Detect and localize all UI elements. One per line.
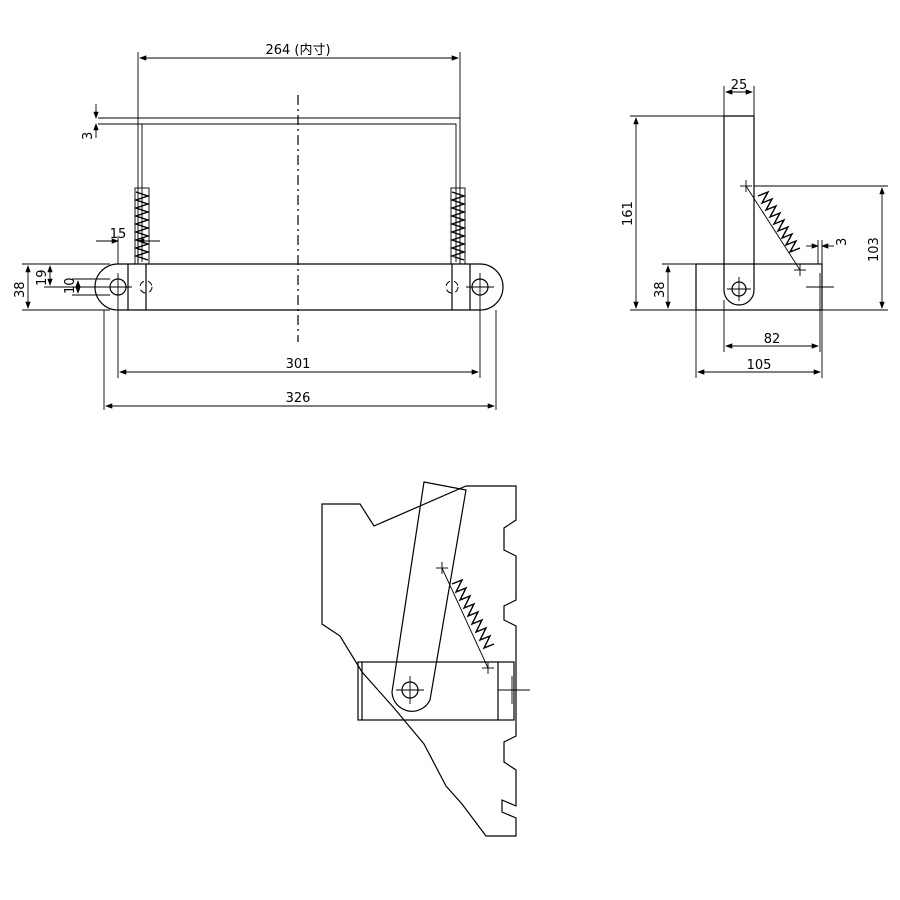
dim-hole-pitch: 301 [286, 357, 311, 372]
wire-handle-outer [137, 117, 461, 264]
installation-view [321, 481, 530, 837]
front-view: 264 (内寸) 3 15 38 19 10 301 326 [13, 42, 504, 410]
dim-base-depth: 105 [747, 358, 772, 373]
wire-handle-inner [141, 123, 457, 262]
dim-inner-width: 264 (内寸) [265, 42, 330, 58]
side-base [695, 263, 823, 311]
dim-spring-offset: 3 [835, 238, 850, 246]
tilted-arm [391, 481, 467, 712]
dim-height: 38 [13, 281, 28, 298]
wall-profile [321, 485, 517, 837]
pivot-right [445, 280, 459, 294]
install-spring [436, 562, 495, 674]
side-view: 25 161 103 3 38 82 105 [621, 78, 888, 378]
pivot-left [139, 280, 153, 294]
dim-hole: 10 [63, 277, 78, 294]
dim-hole-offset: 15 [110, 227, 127, 242]
dim-pivot-span: 82 [764, 332, 781, 347]
base-plate [94, 263, 504, 311]
dim-arm-width: 25 [731, 78, 748, 93]
spring-right [449, 187, 467, 265]
dim-total-width: 326 [286, 391, 311, 406]
dim-spring-height: 103 [867, 237, 882, 262]
dim-offset: 3 [81, 132, 96, 140]
install-base [357, 661, 515, 721]
side-arm [723, 115, 755, 306]
dim-base-height: 38 [653, 281, 668, 298]
side-spring [740, 180, 806, 276]
dim-height-total: 161 [621, 201, 636, 226]
dim-mid: 19 [35, 269, 50, 286]
